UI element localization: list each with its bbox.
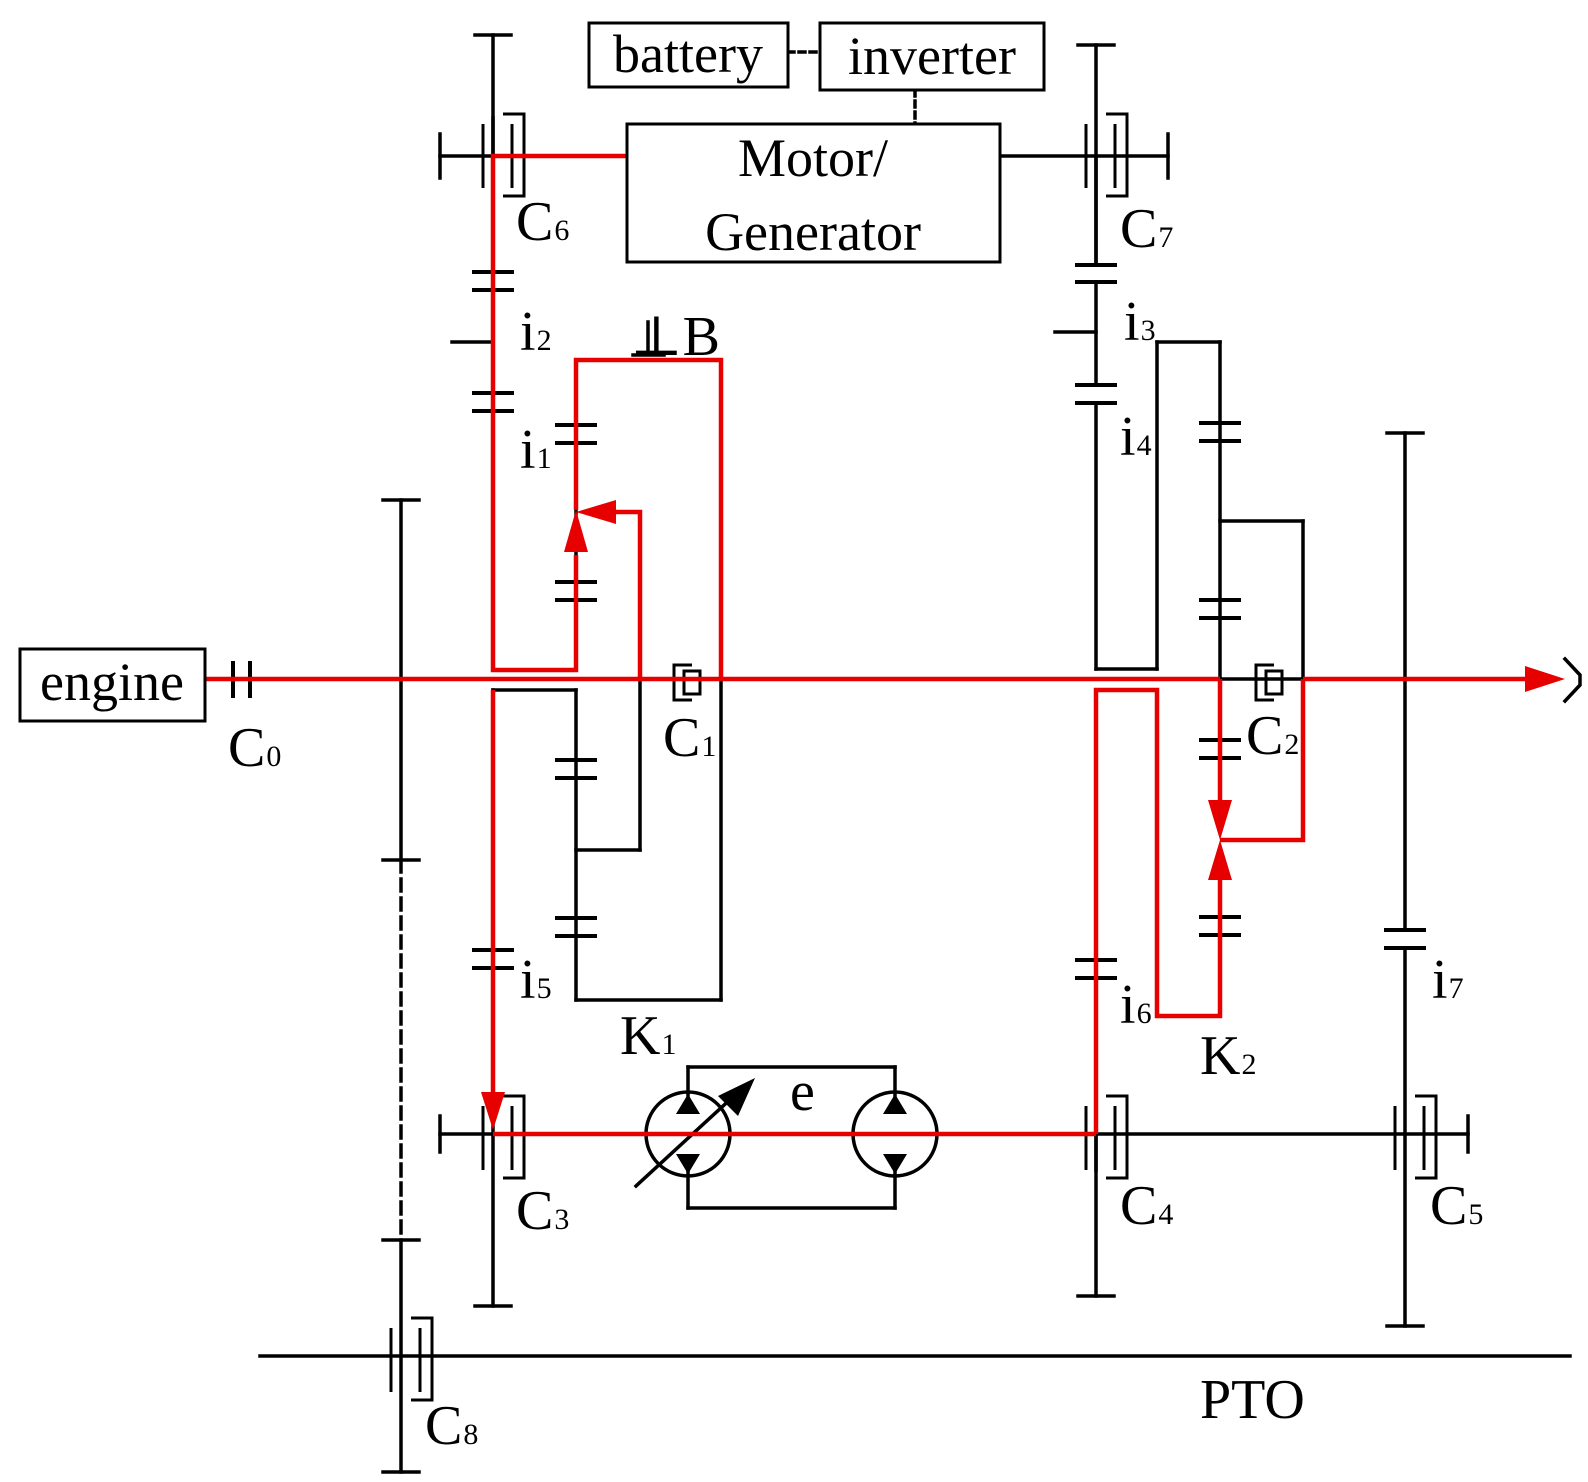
clutch-pack-c7 xyxy=(1084,112,1129,198)
label-i4: i4 xyxy=(1120,406,1152,468)
label-k2: K2 xyxy=(1200,1025,1256,1087)
flow-arrow-down-k2-icon xyxy=(1208,800,1232,840)
label-i2: i2 xyxy=(520,301,552,363)
label-k1: K1 xyxy=(620,1005,676,1067)
label-c5: C5 xyxy=(1430,1175,1483,1237)
label-e: e xyxy=(790,1061,815,1123)
inverter-box: inverter xyxy=(818,21,1046,92)
flow-arrow-up-icon xyxy=(564,510,588,552)
label-i3: i3 xyxy=(1124,291,1156,353)
inverter-label: inverter xyxy=(848,26,1016,86)
label-c2: C2 xyxy=(1246,705,1299,767)
variable-displacement-arrow-icon xyxy=(718,1078,755,1116)
hydraulic-unit xyxy=(633,1065,939,1210)
power-flow-path xyxy=(205,153,1565,1137)
clutch-pack-c4 xyxy=(1084,1094,1129,1180)
label-c7: C7 xyxy=(1120,198,1173,260)
labels: C0 C1 C2 C3 C4 C5 C6 C7 C8 i1 i2 i3 i4 i… xyxy=(228,191,1483,1457)
label-c0: C0 xyxy=(228,717,281,779)
clutch-pack-c3 xyxy=(481,1094,526,1180)
flow-arrow-up-k2-icon xyxy=(1208,840,1232,880)
clutch-pack-c8 xyxy=(389,1316,434,1402)
label-c6: C6 xyxy=(516,191,569,253)
clutch-pack-c5 xyxy=(1393,1094,1438,1180)
label-brake-b: ⊥B xyxy=(630,306,720,368)
battery-label: battery xyxy=(613,24,763,84)
structure xyxy=(203,33,1582,1474)
label-c4: C4 xyxy=(1120,1175,1173,1237)
label-i7: i7 xyxy=(1432,949,1464,1011)
label-c3: C3 xyxy=(516,1180,569,1242)
motor-generator-label-line2: Generator xyxy=(705,202,921,262)
flow-arrow-down-icon xyxy=(481,1092,505,1130)
engine-box: engine xyxy=(18,647,207,723)
label-i5: i5 xyxy=(520,949,552,1011)
label-c8: C8 xyxy=(425,1395,478,1457)
label-pto: PTO xyxy=(1200,1369,1305,1431)
flow-arrow-left-icon xyxy=(576,500,616,524)
motor-generator-box: Motor/ Generator xyxy=(625,122,1002,264)
motor-generator-label-line1: Motor/ xyxy=(738,128,888,188)
battery-box: battery xyxy=(587,21,790,89)
output-arrow-icon xyxy=(1525,666,1565,692)
label-i6: i6 xyxy=(1120,974,1152,1036)
label-i1: i1 xyxy=(520,419,552,481)
label-c1: C1 xyxy=(663,707,716,769)
engine-label: engine xyxy=(40,652,184,712)
